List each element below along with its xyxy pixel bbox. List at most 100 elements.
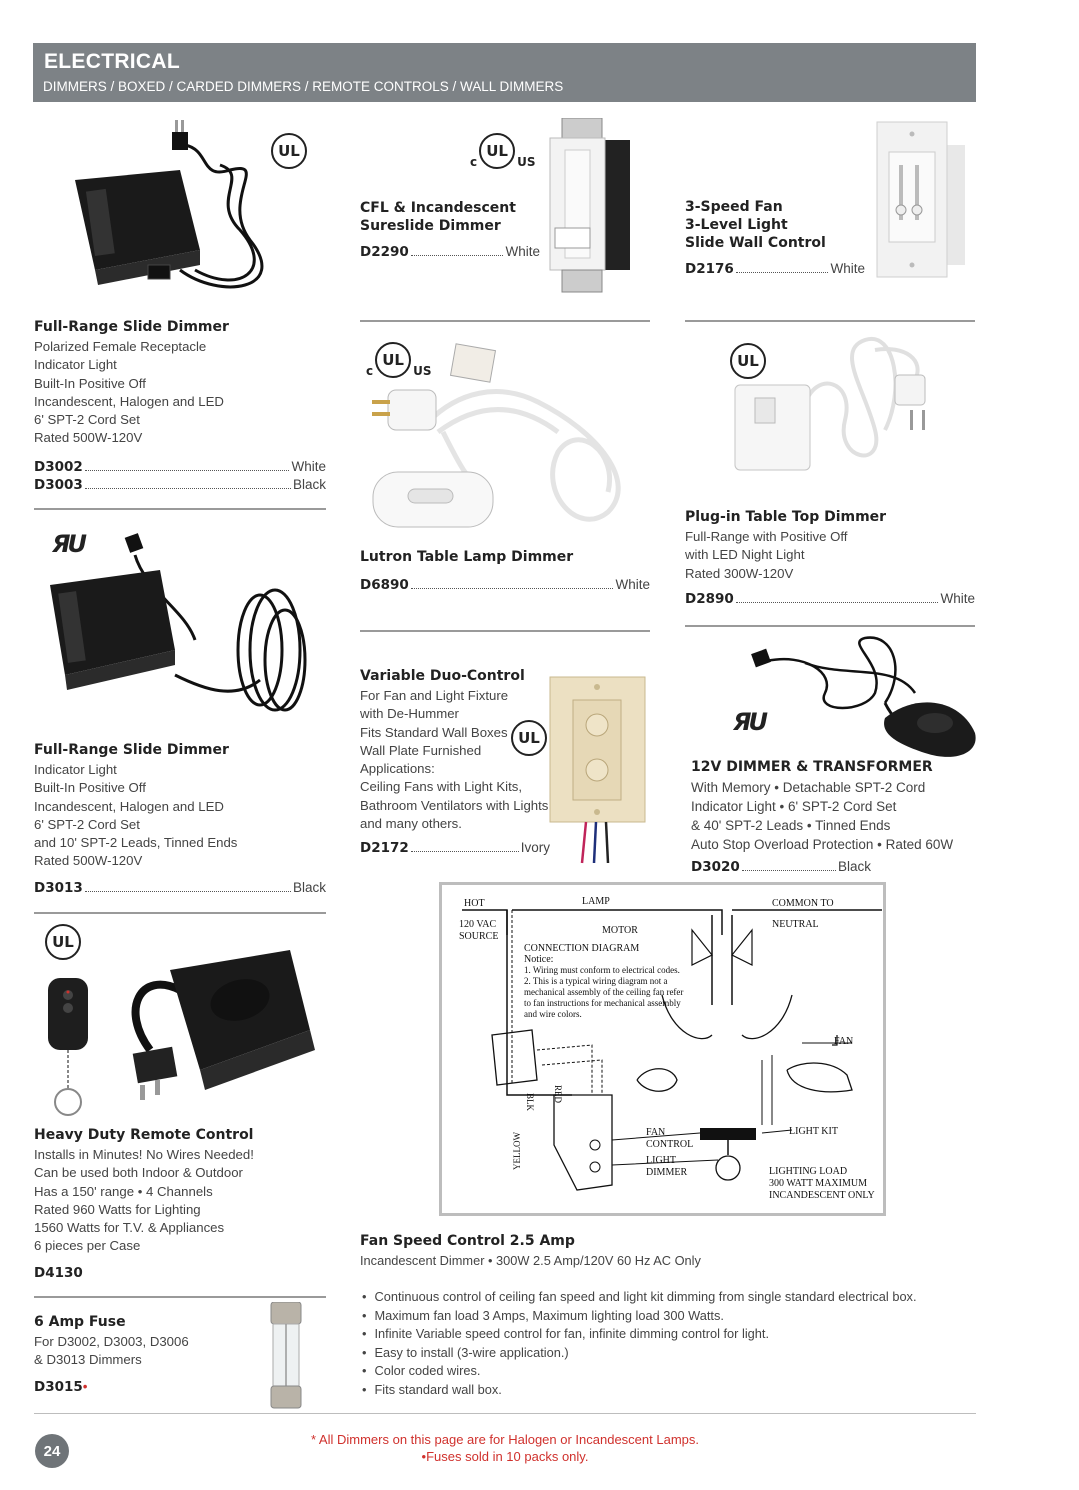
product-title-line2: 3-Level Light bbox=[685, 217, 788, 233]
desc-line: and many others. bbox=[360, 816, 462, 832]
desc-line: Auto Stop Overload Protection • Rated 60… bbox=[691, 837, 954, 852]
desc-line: 6' SPT-2 Cord Set bbox=[34, 816, 140, 832]
divider bbox=[34, 508, 326, 510]
desc-line: Installs in Minutes! No Wires Needed! bbox=[34, 1147, 254, 1162]
sku-code: D2172 bbox=[360, 840, 409, 857]
desc-line: Rated 500W-120V bbox=[34, 853, 143, 869]
product-description: Installs in Minutes! No Wires Needed! Ca… bbox=[34, 1146, 326, 1256]
label-yellow: YELLOW bbox=[512, 1132, 522, 1170]
desc-line: & 40' SPT-2 Leads • Tinned Ends bbox=[691, 818, 891, 833]
label-light-dimmer-1: LIGHT bbox=[646, 1155, 676, 1166]
sku-code: D4130 bbox=[34, 1264, 83, 1281]
sku-code: D6890 bbox=[360, 577, 409, 593]
sku-color: Ivory bbox=[520, 840, 550, 856]
label-note-2d: and wire colors. bbox=[524, 1009, 582, 1019]
feature-list: Continuous control of ceiling fan speed … bbox=[360, 1288, 960, 1399]
wiring-diagram-lines bbox=[462, 909, 882, 1191]
slide-dimmer-leads-image bbox=[50, 533, 307, 712]
sku-code: D3015 bbox=[34, 1378, 83, 1395]
divider bbox=[685, 320, 975, 322]
product-title-line1: 3-Speed Fan bbox=[685, 199, 783, 215]
sku-row: D3013 Black bbox=[34, 879, 326, 897]
product-title: 6 Amp Fuse bbox=[34, 1314, 126, 1330]
desc-line: Full-Range with Positive Off bbox=[685, 529, 848, 544]
footnote-line-2: •Fuses sold in 10 packs only. bbox=[421, 1449, 589, 1464]
product-title-line3: Slide Wall Control bbox=[685, 235, 826, 251]
sku-row: D2172 Ivory bbox=[360, 839, 550, 857]
sku-code: D3020 bbox=[691, 859, 740, 875]
desc-line: Rated 960 Watts for Lighting bbox=[34, 1201, 201, 1217]
desc-line: Incandescent, Halogen and LED bbox=[34, 393, 224, 409]
desc-line: Rated 300W-120V bbox=[685, 565, 794, 581]
sku-color: Black bbox=[292, 879, 326, 895]
remote-control-image bbox=[48, 950, 315, 1116]
product-variable-duo-control: Variable Duo-Control For Fan and Light F… bbox=[360, 667, 552, 857]
label-hot: HOT bbox=[464, 898, 485, 909]
desc-line: Built-In Positive Off bbox=[34, 375, 146, 391]
feature-item: Infinite Variable speed control for fan,… bbox=[360, 1325, 960, 1344]
desc-line: and 10' SPT-2 Leads, Tinned Ends bbox=[34, 835, 238, 851]
divider bbox=[685, 625, 975, 627]
sku-color: White bbox=[615, 577, 650, 592]
desc-line: Has a 150' range • 4 Channels bbox=[34, 1183, 213, 1199]
desc-line: Wall Plate Furnished bbox=[360, 742, 482, 758]
feature-item: Maximum fan load 3 Amps, Maximum lightin… bbox=[360, 1307, 960, 1326]
label-load-3: INCANDESCENT ONLY bbox=[769, 1190, 875, 1201]
product-description: For D3002, D3003, D3006 & D3013 Dimmers bbox=[34, 1333, 254, 1370]
ul-logo-icon: UL bbox=[271, 133, 307, 169]
ul-logo-icon: UL bbox=[479, 133, 516, 169]
product-description: Indicator Light Built-In Positive Off In… bbox=[34, 761, 326, 871]
product-title: Full-Range Slide Dimmer bbox=[34, 319, 229, 335]
desc-line: 1560 Watts for T.V. & Appliances bbox=[34, 1220, 225, 1236]
product-fan-speed-control: Fan Speed Control 2.5 Amp Incandescent D… bbox=[360, 1232, 960, 1399]
ul-logo-icon: UL bbox=[375, 342, 412, 378]
product-3-speed-fan-control: 3-Speed Fan 3-Level Light Slide Wall Con… bbox=[685, 198, 865, 278]
section-title: ELECTRICAL bbox=[44, 50, 180, 73]
feature-item: Easy to install (3-wire application.) bbox=[360, 1344, 960, 1363]
product-title-line1: CFL & Incandescent bbox=[360, 200, 516, 216]
desc-line: For D3002, D3003, D3006 bbox=[34, 1334, 189, 1349]
ul-logo-icon: UL bbox=[511, 720, 547, 756]
footnote-line-1: * All Dimmers on this page are for Halog… bbox=[310, 1432, 700, 1447]
table-lamp-dimmer-image bbox=[372, 343, 621, 528]
label-load-2: 300 WATT MAXIMUM bbox=[769, 1178, 867, 1189]
footer-divider bbox=[34, 1413, 976, 1414]
fuse-image bbox=[270, 1302, 302, 1409]
desc-line: Indicator Light bbox=[34, 762, 117, 777]
fuse-marker: • bbox=[82, 1378, 88, 1394]
label-neutral: NEUTRAL bbox=[772, 919, 819, 930]
label-fan-control-2: CONTROL bbox=[646, 1139, 694, 1150]
product-title: Full-Range Slide Dimmer bbox=[34, 742, 229, 758]
desc-line: Rated 500W-120V bbox=[34, 430, 143, 446]
sureslide-dimmer-image bbox=[549, 118, 630, 293]
ul-logo-icon: UL bbox=[45, 924, 81, 960]
product-subtitle: Incandescent Dimmer • 300W 2.5 Amp/120V … bbox=[360, 1253, 701, 1268]
product-full-range-slide-dimmer-1: Full-Range Slide Dimmer Polarized Female… bbox=[34, 318, 326, 494]
label-note-2b: mechanical assembly of the ceiling fan r… bbox=[524, 987, 684, 997]
product-description: Full-Range with Positive Off with LED Ni… bbox=[685, 528, 975, 583]
wiring-diagram: HOT LAMP COMMON TO NEUTRAL 120 VAC SOURC… bbox=[439, 882, 886, 1216]
sku-code: D3013 bbox=[34, 879, 83, 896]
product-title: Lutron Table Lamp Dimmer bbox=[360, 549, 574, 565]
ru-logo-icon: ЯU bbox=[52, 530, 87, 558]
sku-color: White bbox=[940, 590, 975, 606]
label-fan-control-1: FAN bbox=[646, 1127, 666, 1138]
slide-dimmer-image bbox=[75, 120, 264, 289]
label-note-1: 1. Wiring must conform to electrical cod… bbox=[524, 965, 680, 975]
desc-line: 6 pieces per Case bbox=[34, 1238, 141, 1254]
sku-code: D3002 bbox=[34, 458, 83, 475]
label-blk: BLK bbox=[525, 1093, 535, 1111]
divider bbox=[34, 1296, 326, 1298]
duo-control-image bbox=[549, 676, 646, 864]
cul-us-logo: c UL US bbox=[366, 342, 432, 378]
label-notice: Notice: bbox=[524, 954, 554, 965]
product-description: For Fan and Light Fixture with De-Hummer… bbox=[360, 687, 552, 833]
sku-color: White bbox=[505, 244, 540, 259]
sku-row: D6890 White bbox=[360, 576, 650, 594]
slide-wall-control-image bbox=[876, 121, 965, 278]
label-source-2: SOURCE bbox=[459, 931, 499, 942]
